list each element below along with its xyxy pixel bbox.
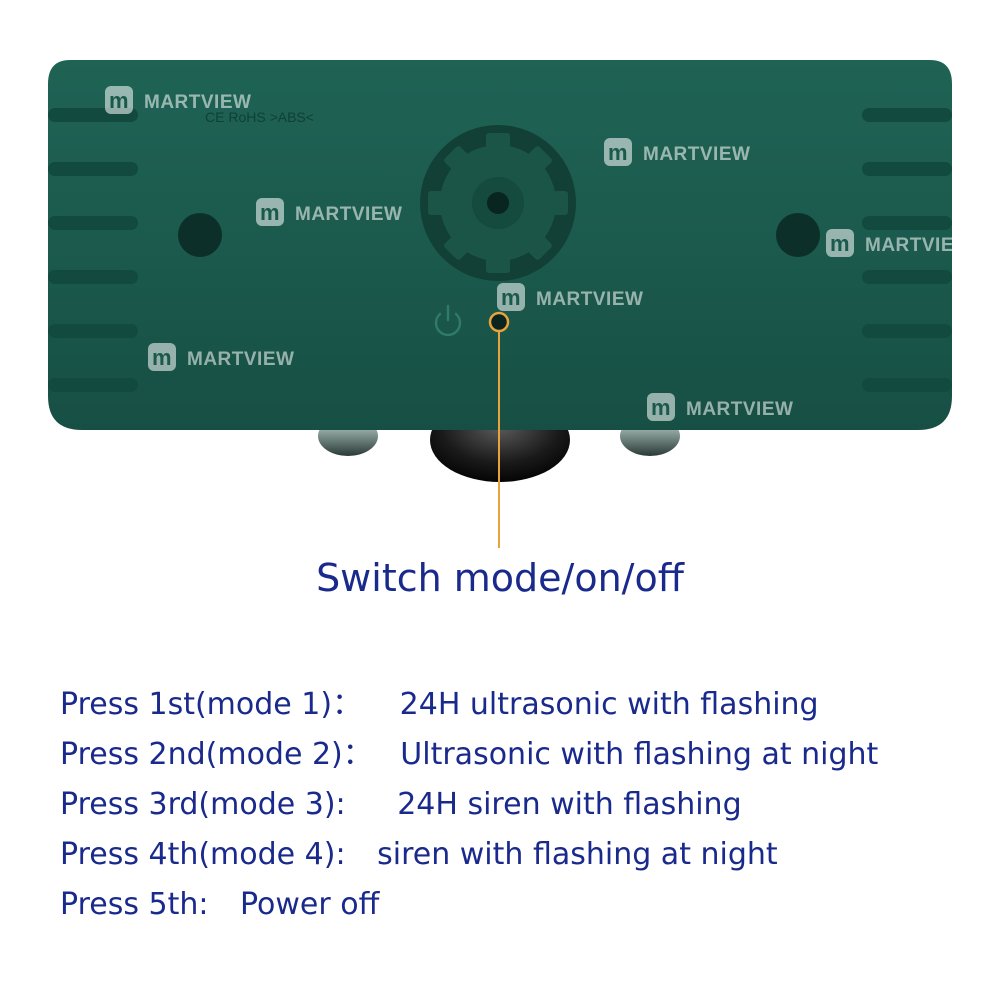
watermark-1: m MARTVIEW [105, 86, 251, 114]
svg-text:MARTVIEW: MARTVIEW [536, 289, 643, 310]
watermark-7: m MARTVIEW [647, 393, 793, 421]
watermark-6: m MARTVIEW [148, 343, 294, 371]
mount-socket [420, 125, 576, 281]
embossed-marking: CE RoHS >ABS< [205, 109, 314, 125]
watermark-4: m MARTVIEW [826, 229, 972, 257]
instruction-row: Press 5th: Power off [60, 882, 980, 932]
svg-text:MARTVIEW: MARTVIEW [686, 399, 793, 420]
svg-text:MARTVIEW: MARTVIEW [865, 235, 972, 256]
screw-hole-right [776, 213, 820, 257]
instruction-step: Press 3rd(mode 3): [60, 787, 346, 822]
right-grip-ridges [862, 108, 952, 392]
svg-text:m: m [260, 200, 280, 225]
switch-caption: Switch mode/on/off [316, 556, 684, 600]
instruction-step: Press 2nd(mode 2)： [60, 737, 373, 772]
instruction-list: Press 1st(mode 1)： 24H ultrasonic with f… [60, 682, 980, 932]
instruction-action: Power off [240, 887, 380, 922]
instruction-action: siren with flashing at night [377, 837, 778, 872]
instruction-step: Press 4th(mode 4): [60, 837, 346, 872]
svg-text:m: m [608, 140, 628, 165]
instruction-step: Press 5th: [60, 887, 209, 922]
instruction-action: Ultrasonic with flashing at night [400, 737, 879, 772]
svg-text:m: m [501, 285, 521, 310]
instruction-row: Press 3rd(mode 3): 24H siren with flashi… [60, 782, 980, 832]
svg-text:m: m [830, 231, 850, 256]
svg-text:MARTVIEW: MARTVIEW [144, 92, 251, 113]
svg-text:m: m [109, 88, 129, 113]
instruction-action: 24H ultrasonic with flashing [399, 687, 819, 722]
power-button[interactable] [488, 311, 510, 333]
instruction-step: Press 1st(mode 1)： [60, 687, 363, 722]
device-image: CE RoHS >ABS< m MARTVIEW m MARTVIEW m MA… [48, 60, 972, 548]
svg-text:MARTVIEW: MARTVIEW [295, 204, 402, 225]
instruction-row: Press 2nd(mode 2)： Ultrasonic with flash… [60, 732, 980, 782]
watermark-3: m MARTVIEW [256, 198, 402, 226]
svg-text:MARTVIEW: MARTVIEW [643, 144, 750, 165]
instruction-row: Press 1st(mode 1)： 24H ultrasonic with f… [60, 682, 980, 732]
instruction-action: 24H siren with flashing [397, 787, 742, 822]
watermark-5: m MARTVIEW [497, 283, 643, 311]
svg-text:m: m [152, 345, 172, 370]
power-icon [434, 304, 462, 337]
screw-hole-left [178, 213, 222, 257]
svg-text:m: m [651, 395, 671, 420]
watermark-2: m MARTVIEW [604, 138, 750, 166]
svg-text:MARTVIEW: MARTVIEW [187, 349, 294, 370]
left-grip-ridges [48, 108, 138, 392]
instruction-row: Press 4th(mode 4): siren with flashing a… [60, 832, 980, 882]
